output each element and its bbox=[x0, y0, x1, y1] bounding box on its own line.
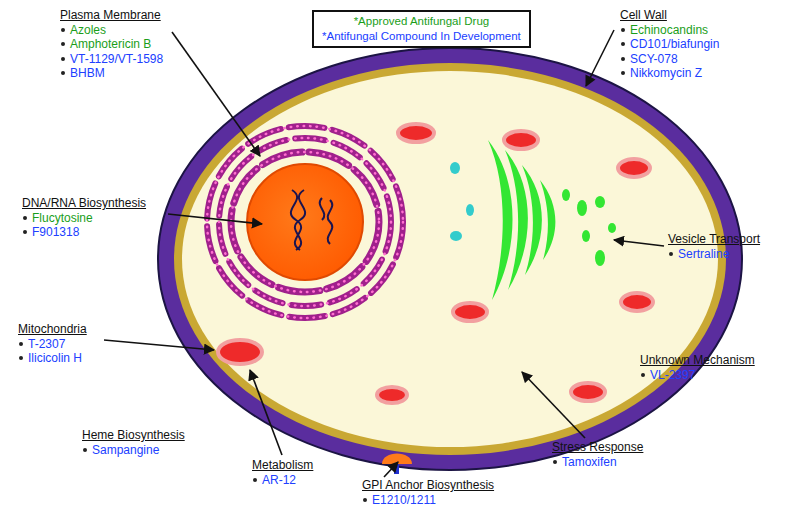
drug-item: F901318 bbox=[22, 225, 79, 239]
drug-name: Tamoxifen bbox=[562, 455, 617, 469]
group-heading: Heme Biosynthesis bbox=[82, 428, 185, 442]
bullet-dot bbox=[61, 42, 65, 46]
drug-name: F901318 bbox=[32, 225, 79, 239]
heading-text: Plasma Membrane bbox=[60, 8, 161, 22]
bullet-dot bbox=[61, 71, 65, 75]
group-heading: GPI Anchor Biosynthesis bbox=[362, 478, 494, 492]
bullet-dot bbox=[621, 28, 625, 32]
group-heading: DNA/RNA Biosynthesis bbox=[22, 196, 146, 210]
bullet-dot bbox=[83, 448, 87, 452]
heading-text: Stress Response bbox=[552, 440, 643, 454]
drug-item: E1210/1211 bbox=[362, 493, 436, 506]
bullet-dot bbox=[363, 498, 367, 502]
drug-item: Sampangine bbox=[82, 443, 159, 457]
heading-text: DNA/RNA Biosynthesis bbox=[22, 196, 146, 210]
bullet-dot bbox=[23, 216, 27, 220]
drug-name: VT-1129/VT-1598 bbox=[70, 52, 163, 66]
bullet-dot bbox=[23, 230, 27, 234]
drug-item: CD101/biafungin bbox=[620, 37, 719, 51]
drug-name: Nikkomycin Z bbox=[630, 66, 702, 80]
drug-item: Echinocandins bbox=[620, 23, 708, 37]
drug-name: BHBM bbox=[70, 66, 105, 80]
drug-item: T-2307 bbox=[18, 337, 65, 351]
drug-name: Sampangine bbox=[92, 443, 159, 457]
heading-text: Mitochondria bbox=[18, 322, 87, 336]
drug-item: AR-12 bbox=[252, 473, 296, 487]
drug-name: T-2307 bbox=[28, 337, 65, 351]
bullet-dot bbox=[19, 356, 23, 360]
bullet-dot bbox=[61, 28, 65, 32]
drug-name: Flucytosine bbox=[32, 211, 93, 225]
drug-item: VL-2397 bbox=[640, 368, 695, 382]
bullet-dot bbox=[641, 373, 645, 377]
drug-item: VT-1129/VT-1598 bbox=[60, 52, 163, 66]
bullet-dot bbox=[253, 478, 257, 482]
drug-name: Sertraline bbox=[678, 247, 729, 261]
drug-name: Ilicicolin H bbox=[28, 351, 82, 365]
heading-text: Unknown Mechanism bbox=[640, 353, 755, 367]
drug-item: Amphotericin B bbox=[60, 37, 151, 51]
drug-item: Ilicicolin H bbox=[18, 351, 82, 365]
bullet-dot bbox=[61, 57, 65, 61]
bullet-dot bbox=[621, 71, 625, 75]
drug-name: Amphotericin B bbox=[70, 37, 151, 51]
group-heading: Mitochondria bbox=[18, 322, 87, 336]
legend-text: *Approved Antifungal Drug bbox=[354, 15, 490, 27]
group-heading: Cell Wall bbox=[620, 8, 667, 22]
drug-item: Tamoxifen bbox=[552, 455, 617, 469]
drug-item: SCY-078 bbox=[620, 52, 678, 66]
drug-name: Azoles bbox=[70, 23, 106, 37]
group-heading: Metabolism bbox=[252, 458, 313, 472]
drug-name: AR-12 bbox=[262, 473, 296, 487]
bullet-dot bbox=[669, 252, 673, 256]
heading-text: Heme Biosynthesis bbox=[82, 428, 185, 442]
bullet-dot bbox=[19, 342, 23, 346]
drug-name: E1210/1211 bbox=[372, 493, 436, 506]
group-heading: Unknown Mechanism bbox=[640, 353, 755, 367]
bullet-dot bbox=[553, 460, 557, 464]
drug-item: Nikkomycin Z bbox=[620, 66, 702, 80]
bullet-dot bbox=[621, 42, 625, 46]
drug-name: SCY-078 bbox=[630, 52, 678, 66]
heading-text: Metabolism bbox=[252, 458, 313, 472]
group-heading: Stress Response bbox=[552, 440, 643, 454]
group-heading: Plasma Membrane bbox=[60, 8, 161, 22]
drug-name: CD101/biafungin bbox=[630, 37, 719, 51]
drug-name: Echinocandins bbox=[630, 23, 708, 37]
legend-box: *Approved Antifungal Drug *Antifungal Com… bbox=[312, 10, 531, 48]
drug-item: Flucytosine bbox=[22, 211, 93, 225]
drug-item: Azoles bbox=[60, 23, 106, 37]
heading-text: GPI Anchor Biosynthesis bbox=[362, 478, 494, 492]
group-heading: Vesicle Transport bbox=[668, 232, 760, 246]
legend-text: *Antifungal Compound In Development bbox=[322, 30, 521, 42]
drug-item: Sertraline bbox=[668, 247, 729, 261]
heading-text: Cell Wall bbox=[620, 8, 667, 22]
drug-item: BHBM bbox=[60, 66, 105, 80]
legend-sample: *Approved Antifungal Drug bbox=[322, 14, 521, 29]
heading-text: Vesicle Transport bbox=[668, 232, 760, 246]
drug-name: VL-2397 bbox=[650, 368, 695, 382]
bullet-dot bbox=[621, 57, 625, 61]
legend-sample: *Antifungal Compound In Development bbox=[322, 29, 521, 44]
